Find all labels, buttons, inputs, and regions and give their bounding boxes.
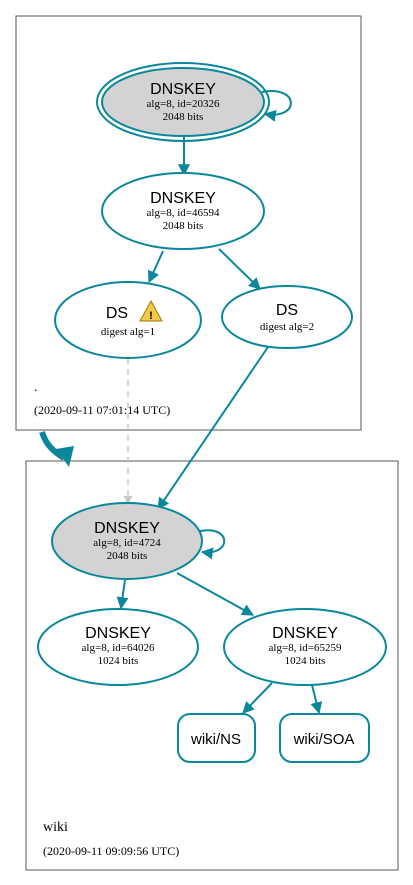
edge-delegation-head	[56, 446, 74, 467]
edge-wiki-ksk-self	[199, 529, 226, 560]
node-title: DNSKEY	[85, 625, 151, 642]
node-detail: 2048 bits	[163, 111, 204, 123]
node-title: DNSKEY	[94, 520, 160, 537]
node-ds1[interactable]: DS ! digest alg=1	[54, 281, 202, 359]
node-title: DS	[106, 305, 128, 322]
node-rr-soa[interactable]: wiki/SOA	[279, 713, 370, 763]
edge-zsk-to-ds1	[147, 250, 164, 284]
node-detail: 1024 bits	[285, 655, 326, 667]
wiki-zone-border	[25, 460, 399, 871]
node-detail: digest alg=2	[260, 321, 314, 333]
root-zone-name: .	[34, 379, 37, 394]
node-rr-ns[interactable]: wiki/NS	[177, 713, 256, 763]
node-title: DNSKEY	[150, 190, 216, 207]
warning-icon: !	[139, 299, 163, 322]
edge-zsk-to-ds2	[218, 248, 261, 290]
root-zone-cluster: . (2020-09-11 07:01:14 UTC)	[15, 15, 362, 431]
wiki-zone-cluster: wiki (2020-09-11 09:09:56 UTC)	[25, 460, 399, 871]
node-detail: alg=8, id=64026	[82, 642, 155, 654]
node-wiki-ksk[interactable]: DNSKEY alg=8, id=4724 2048 bits	[51, 502, 203, 580]
node-wiki-key1[interactable]: DNSKEY alg=8, id=64026 1024 bits	[37, 608, 199, 686]
edge-key2-to-ns	[242, 682, 273, 714]
node-title: DS	[276, 302, 298, 319]
node-detail: 2048 bits	[107, 550, 148, 562]
node-label: wiki/NS	[190, 731, 241, 748]
node-title: DNSKEY	[272, 625, 338, 642]
node-root-zsk[interactable]: DNSKEY alg=8, id=46594 2048 bits	[101, 172, 265, 250]
node-root-ksk[interactable]: DNSKEY alg=8, id=20326 2048 bits	[96, 62, 270, 142]
svg-text:!: !	[149, 310, 153, 322]
node-detail: digest alg=1	[101, 326, 155, 338]
node-detail: alg=8, id=4724	[93, 537, 161, 549]
edges	[39, 90, 323, 715]
wiki-zone-timestamp: (2020-09-11 09:09:56 UTC)	[43, 844, 179, 858]
node-detail: alg=8, id=46594	[147, 207, 220, 219]
edge-wiki-ksk-to-key2	[176, 572, 255, 616]
node-detail: 1024 bits	[98, 655, 139, 667]
node-wiki-key2[interactable]: DNSKEY alg=8, id=65259 1024 bits	[223, 608, 387, 686]
node-detail: alg=8, id=20326	[147, 98, 220, 110]
edge-wiki-ksk-to-key1	[116, 579, 129, 610]
edge-root-ksk-self	[261, 90, 292, 122]
node-detail: 2048 bits	[163, 220, 204, 232]
node-title: DNSKEY	[150, 81, 216, 98]
node-label: wiki/SOA	[293, 731, 355, 748]
wiki-zone-name: wiki	[43, 820, 68, 835]
root-zone-timestamp: (2020-09-11 07:01:14 UTC)	[34, 403, 170, 417]
root-zone-border	[15, 15, 362, 431]
edge-ds2-to-wiki-ksk	[157, 346, 269, 510]
edge-key2-to-soa	[310, 684, 323, 715]
node-ds2[interactable]: DS digest alg=2	[221, 285, 353, 349]
node-detail: alg=8, id=65259	[269, 642, 342, 654]
